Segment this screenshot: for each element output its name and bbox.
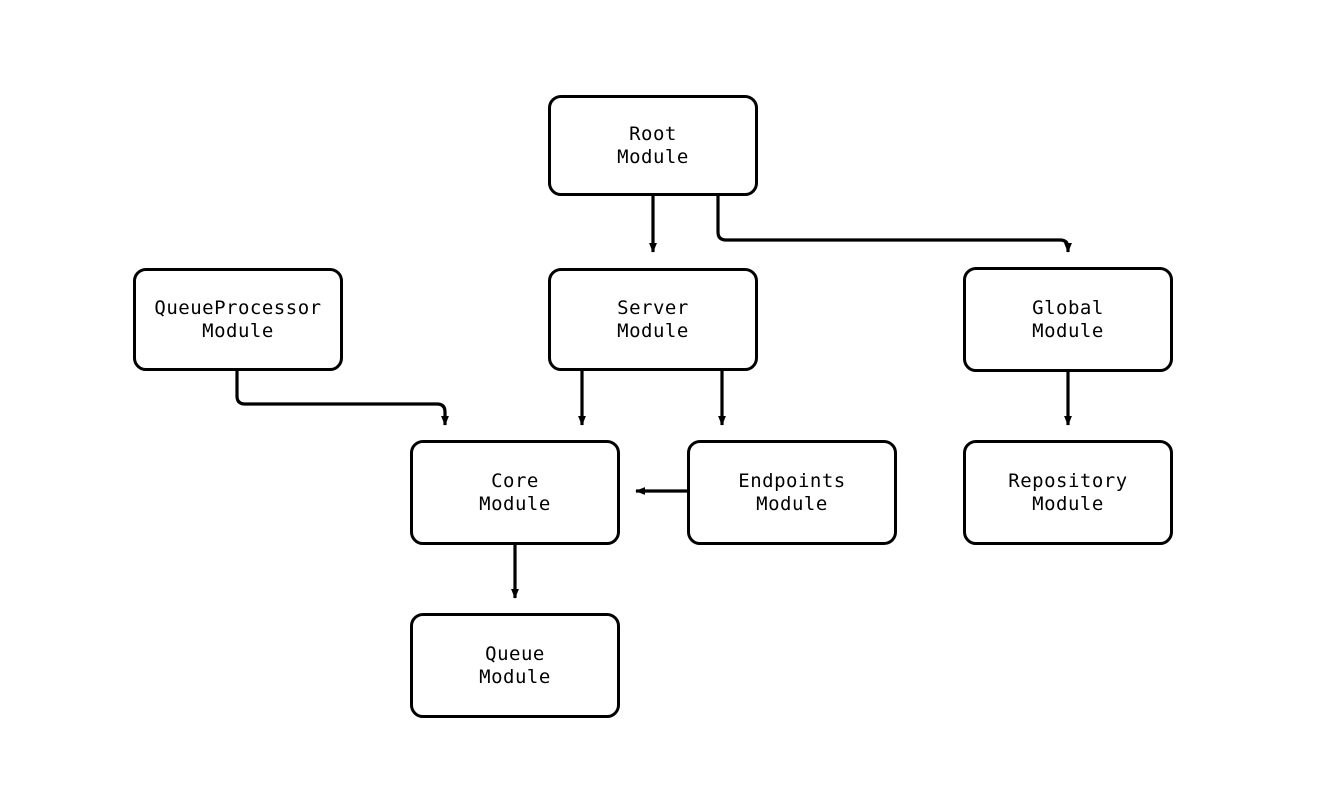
node-server-module[interactable]: Server Module (548, 268, 758, 371)
node-endpoints-module-label-line1: Endpoints (738, 469, 846, 492)
node-root-module-label-line2: Module (617, 145, 689, 168)
node-queue-module-label-line2: Module (479, 665, 551, 688)
node-repository-module-label-line2: Module (1032, 492, 1104, 515)
node-repository-module[interactable]: Repository Module (963, 440, 1173, 545)
node-core-module-label-line1: Core (491, 469, 539, 492)
node-queue-module-label-line1: Queue (485, 642, 545, 665)
edge-queueprocessor-core (235, 371, 449, 426)
node-global-module[interactable]: Global Module (963, 267, 1173, 372)
node-endpoints-module[interactable]: Endpoints Module (687, 440, 897, 545)
node-global-module-label-line2: Module (1032, 319, 1104, 342)
node-queueprocessor-module[interactable]: QueueProcessor Module (133, 268, 343, 371)
node-server-module-label-line2: Module (617, 319, 689, 342)
node-endpoints-module-label-line2: Module (756, 492, 828, 515)
node-global-module-label-line1: Global (1032, 296, 1104, 319)
node-core-module-label-line2: Module (479, 492, 551, 515)
node-repository-module-label-line1: Repository (1008, 469, 1128, 492)
node-core-module[interactable]: Core Module (410, 440, 620, 545)
node-queueprocessor-module-label-line2: Module (202, 319, 274, 342)
node-queue-module[interactable]: Queue Module (410, 613, 620, 718)
node-server-module-label-line1: Server (617, 296, 689, 319)
edge-root-global (716, 196, 1072, 253)
node-root-module-label-line1: Root (629, 122, 677, 145)
node-queueprocessor-module-label-line1: QueueProcessor (154, 296, 322, 319)
node-root-module[interactable]: Root Module (548, 95, 758, 196)
